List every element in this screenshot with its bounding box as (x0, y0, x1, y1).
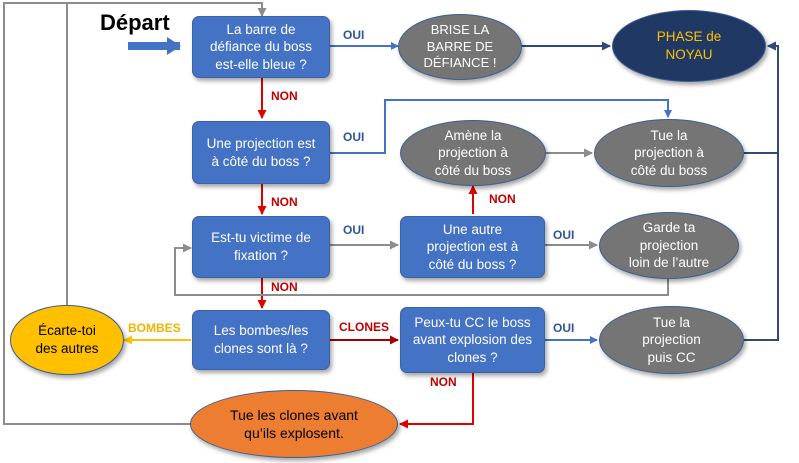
action-garde-projection: Garde ta projection loin de l’autre (599, 212, 739, 279)
edge-tueclones-loop (3, 2, 262, 425)
edge-cc-tueclones (399, 372, 474, 429)
action-tue-puis-cc: Tue la projection puis CC (599, 306, 744, 374)
label-non-projection: NON (271, 195, 298, 209)
label-non-autre: NON (489, 192, 516, 206)
decision-bombes-clones: Les bombes/les clones sont là ? (192, 310, 330, 370)
edge-tuecc-phase (744, 41, 779, 341)
label-oui-cc: OUI (553, 321, 575, 335)
label-oui-projection: OUI (343, 130, 365, 144)
decision-fixation: Est-tu victime de fixation ? (192, 216, 330, 278)
decision-cc-boss: Peux-tu CC le boss avant explosion des c… (400, 307, 545, 373)
decision-autre-projection: Une autre projection est à côté du boss … (400, 216, 545, 278)
label-clones: CLONES (339, 320, 390, 334)
action-tue-clones: Tue les clones avant qu’ils explosent. (190, 390, 398, 458)
action-tue-projection: Tue la projection à côté du boss (594, 119, 744, 187)
action-amene-projection: Amène la projection à côté du boss (400, 120, 546, 186)
phase-noyau: PHASE de NOYAU (612, 10, 766, 82)
edge-projection-tue (330, 99, 672, 154)
label-non-barre: NON (271, 89, 298, 103)
edge-garde-loop (174, 243, 669, 296)
action-brise-barre: BRISE LA BARRE DE DÉFIANCE ! (398, 14, 522, 80)
label-bombes: BOMBES (128, 321, 181, 335)
label-oui-barre: OUI (343, 28, 365, 42)
label-oui-fixation: OUI (343, 223, 365, 237)
start-label: Départ (100, 10, 170, 35)
label-non-fixation: NON (271, 280, 298, 294)
label-non-cc: NON (430, 375, 457, 389)
action-ecarte-toi: Écarte-toi des autres (10, 305, 124, 375)
label-oui-autre: OUI (553, 228, 575, 242)
decision-barre-defiance: La barre de défiance du boss est-elle bl… (192, 16, 330, 78)
decision-projection-boss: Une projection est à côté du boss ? (192, 121, 330, 184)
